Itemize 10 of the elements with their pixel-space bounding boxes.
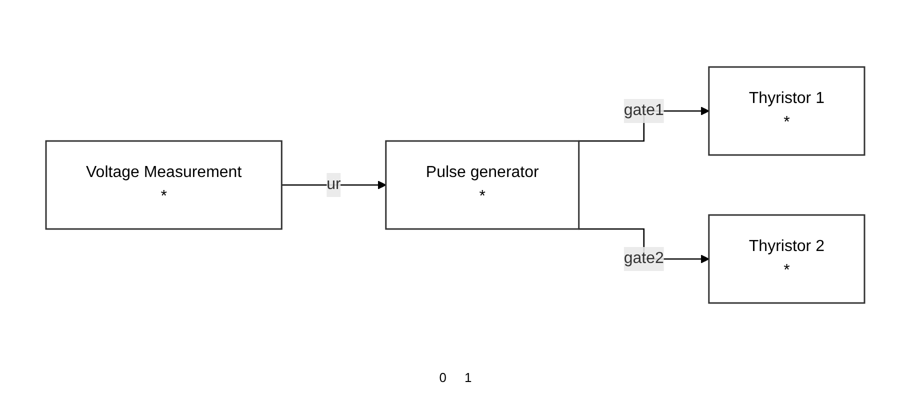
edge-label: gate2 — [624, 250, 664, 267]
edge-label: ur — [326, 176, 342, 193]
node-box: Pulse generator * — [385, 140, 580, 230]
port-number: 1 — [464, 370, 472, 385]
node-box: Thyristor 2 * — [708, 214, 866, 304]
node-box: Voltage Measurement * — [46, 140, 283, 230]
edge-label: gate1 — [624, 102, 664, 119]
arrow — [282, 180, 387, 190]
node-box: Thyristor 1 * — [708, 66, 866, 156]
port-number: 0 — [439, 370, 446, 385]
